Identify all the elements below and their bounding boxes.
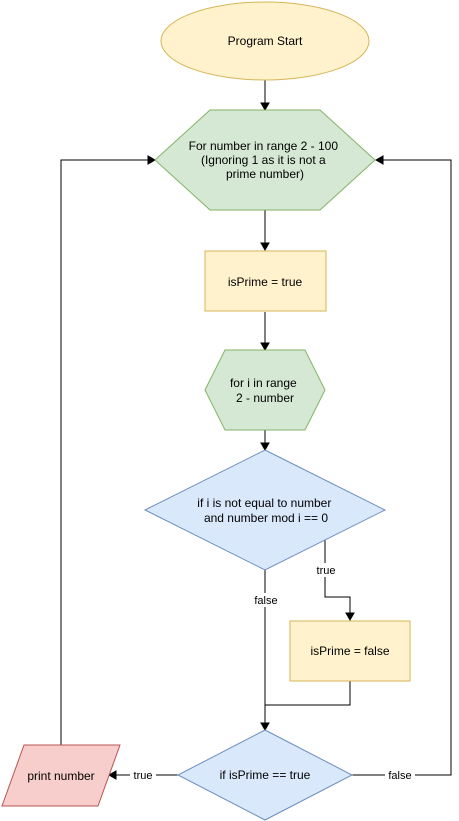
node-shape (154, 109, 376, 211)
edge-set-false-merge (265, 681, 351, 706)
node-label-line: for i in range (230, 376, 297, 390)
node-label: Program Start (228, 34, 303, 48)
arrowhead (147, 155, 157, 165)
label-bg (130, 768, 156, 782)
node-label-line: (Ignoring 1 as it is not a (201, 153, 326, 167)
node-shape (1, 744, 121, 807)
node-set-is-prime-false: isPrime = false (289, 620, 411, 682)
node-label-line: For number in range 2 - 100 (189, 139, 339, 153)
node-label: if isPrime == true (220, 768, 311, 782)
edge-label-condition-false: false (254, 595, 277, 607)
node-check-is-prime: if isPrime == true (176, 729, 354, 821)
edge-check-false-loop-back (352, 159, 452, 776)
node-label-line: if isPrime == true (220, 768, 311, 782)
edge-labels: true false true false (130, 563, 415, 782)
node-label-line: 2 - number (236, 391, 294, 405)
arrowhead (260, 102, 270, 112)
node-label: isPrime = true (228, 275, 303, 289)
node-label-line: prime number) (226, 167, 304, 181)
node-label: if i is not equal to number and number m… (197, 496, 334, 525)
edge-label-condition-true: true (317, 565, 336, 577)
node-print-number: print number (1, 744, 121, 807)
node-program-start: Program Start (160, 1, 370, 81)
node-label-line: isPrime = false (310, 644, 389, 658)
node-label: isPrime = false (310, 644, 389, 658)
arrowhead (260, 342, 270, 352)
edge-label-check-false: false (388, 770, 411, 782)
node-label-line: and number mod i == 0 (204, 511, 328, 525)
arrowhead (260, 442, 270, 452)
edge-print-loop-back (60, 159, 148, 745)
node-label-line: isPrime = true (228, 275, 303, 289)
arrowhead (260, 242, 270, 252)
edge-label-check-true: true (134, 770, 153, 782)
node-inner-loop: for i in range 2 - number (204, 349, 326, 431)
label-bg (251, 593, 281, 607)
node-label-line: Program Start (228, 34, 303, 48)
node-condition: if i is not equal to number and number m… (143, 449, 387, 571)
node-label: For number in range 2 - 100 (Ignoring 1 … (189, 139, 342, 181)
node-shape (289, 620, 411, 682)
node-shape (160, 1, 370, 81)
node-shape (204, 349, 326, 431)
node-outer-loop: For number in range 2 - 100 (Ignoring 1 … (154, 109, 376, 211)
edges (60, 80, 452, 780)
arrowhead (107, 770, 117, 780)
node-label: print number (27, 769, 94, 783)
arrowhead (345, 612, 355, 622)
node-label-line: print number (27, 769, 94, 783)
node-label: for i in range 2 - number (230, 376, 300, 405)
node-label-line: if i is not equal to number (197, 496, 331, 510)
node-shape (143, 449, 387, 571)
arrowhead (260, 722, 270, 732)
label-bg (313, 563, 339, 577)
node-init-is-prime: isPrime = true (204, 250, 327, 312)
node-shape (204, 250, 327, 312)
node-shape (176, 729, 354, 821)
label-bg (385, 768, 415, 782)
arrowhead (374, 155, 384, 165)
